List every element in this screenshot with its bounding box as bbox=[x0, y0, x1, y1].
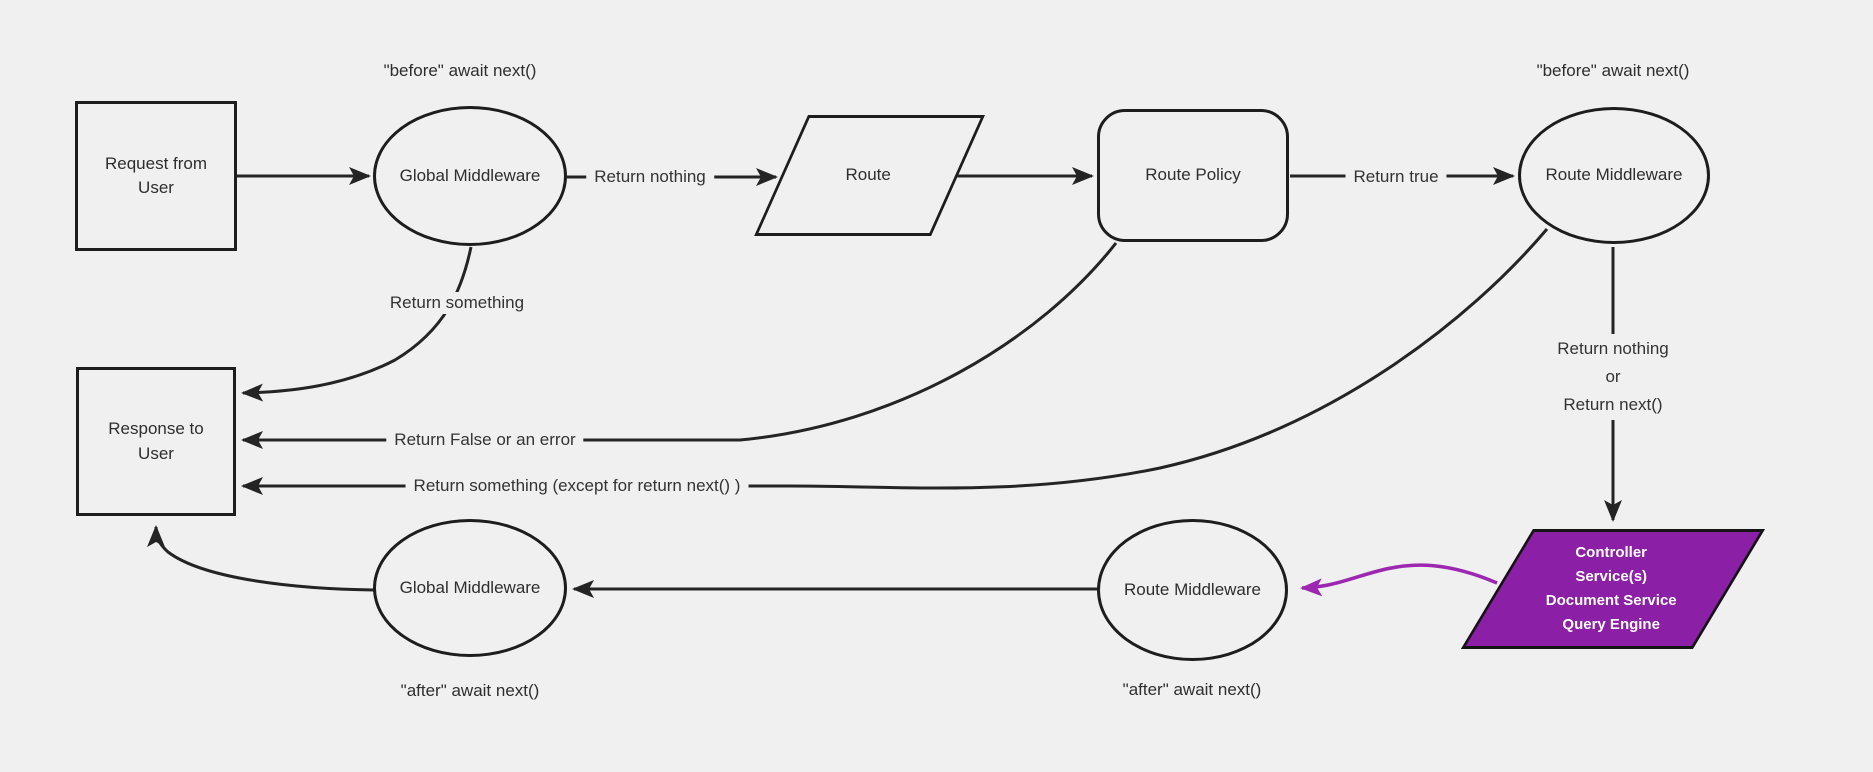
node-request-from-user-label: Request from User bbox=[104, 153, 208, 197]
node-response-to-user: Response to User bbox=[76, 367, 236, 516]
edge-label-return-nothing-or-next: Return nothing or Return next() bbox=[1549, 334, 1677, 420]
node-route-middleware-before: Route Middleware bbox=[1518, 107, 1710, 244]
node-global-middleware-before: Global Middleware bbox=[373, 106, 567, 246]
annotation-before-await-next-route: "before" await next() bbox=[1536, 61, 1690, 80]
edge-label-return-nothing: Return nothing bbox=[586, 166, 714, 188]
edge-route-middleware-to-response bbox=[241, 228, 1549, 495]
node-global-middleware-after-label: Global Middleware bbox=[399, 577, 541, 597]
node-route-middleware-before-label: Route Middleware bbox=[1545, 165, 1683, 185]
node-global-middleware-after: Global Middleware bbox=[373, 519, 567, 657]
node-controller-services: Controller Service(s) Document Service Q… bbox=[1460, 529, 1765, 649]
annotation-after-await-next-route: "after" await next() bbox=[1122, 680, 1262, 699]
node-route-middleware-after: Route Middleware bbox=[1097, 519, 1288, 661]
node-global-middleware-before-label: Global Middleware bbox=[399, 165, 541, 185]
edge-global-middleware-after-to-response bbox=[147, 525, 375, 592]
annotation-after-await-next-global: "after" await next() bbox=[400, 681, 540, 700]
node-route: Route bbox=[754, 115, 985, 236]
node-controller-services-label: Controller Service(s) Document Service Q… bbox=[1545, 544, 1677, 633]
node-route-label: Route bbox=[845, 165, 891, 185]
edge-controller-to-route-middleware-after bbox=[1300, 563, 1498, 597]
edge-label-return-true: Return true bbox=[1345, 166, 1447, 188]
node-response-to-user-label: Response to User bbox=[108, 419, 204, 463]
edge-route-policy-to-response bbox=[241, 242, 1118, 449]
edge-label-return-false-or-error: Return False or an error bbox=[386, 429, 584, 451]
node-route-policy-label: Route Policy bbox=[1145, 165, 1241, 185]
annotation-before-await-next-global: "before" await next() bbox=[383, 61, 537, 80]
edge-label-return-something: Return something bbox=[381, 292, 533, 314]
edge-global-middleware-to-response bbox=[241, 246, 473, 402]
node-route-middleware-after-label: Route Middleware bbox=[1123, 579, 1261, 599]
edge-label-return-something-except: Return something (except for return next… bbox=[405, 475, 749, 497]
node-route-policy: Route Policy bbox=[1097, 109, 1289, 242]
node-request-from-user: Request from User bbox=[75, 101, 237, 251]
